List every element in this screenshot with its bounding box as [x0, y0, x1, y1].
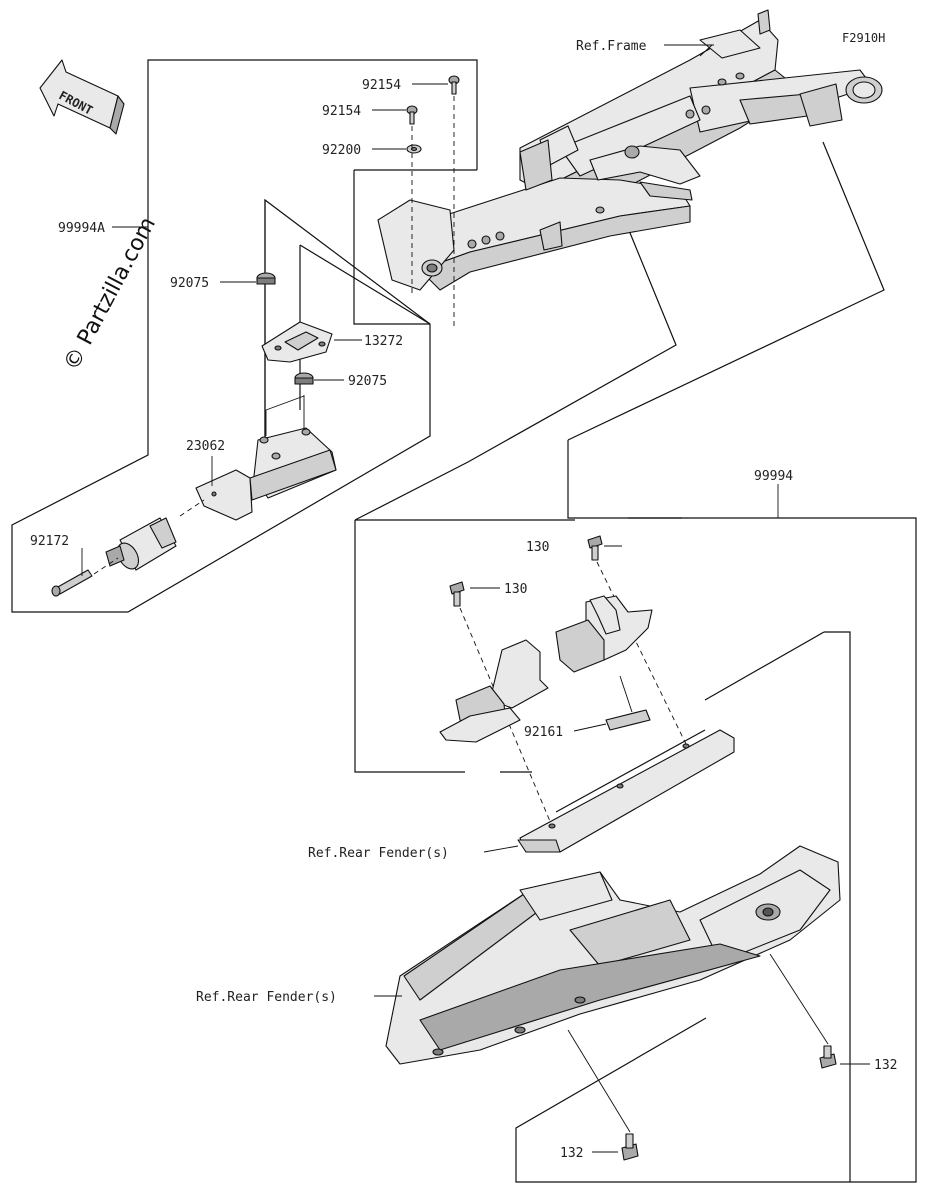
ref-frame-assembly	[377, 9, 883, 291]
bracket-23062	[195, 427, 337, 521]
label-132-a: 132	[874, 1058, 897, 1073]
diagram-code: F2910H	[842, 31, 885, 45]
label-92075-b: 92075	[348, 374, 387, 389]
washer-92200	[406, 144, 422, 154]
bolt-130-b	[449, 581, 465, 607]
label-99994a: 99994A	[58, 221, 105, 236]
label-92200: 92200	[322, 143, 361, 158]
watermark: © Partzilla.com	[59, 213, 161, 375]
label-92172: 92172	[30, 534, 69, 549]
bolt-130-a	[587, 535, 603, 561]
bolt-92154-a	[448, 75, 460, 95]
label-99994: 99994	[754, 469, 793, 484]
bolt-92154-b	[406, 105, 418, 125]
label-ref-rear-fender-a: Ref.Rear Fender(s)	[308, 846, 449, 861]
plate-13272	[261, 321, 333, 363]
label-92161: 92161	[524, 725, 563, 740]
frame-99994a	[11, 59, 478, 613]
bolt-132-b	[621, 1133, 639, 1161]
rear-fender-lower	[385, 845, 841, 1065]
bolt-92172	[51, 569, 93, 597]
grommet-92075-a	[256, 272, 276, 285]
label-13272: 13272	[364, 334, 403, 349]
label-92075-a: 92075	[170, 276, 209, 291]
label-ref-frame: Ref.Frame	[576, 39, 647, 54]
front-direction-arrow-icon: FRONT	[39, 59, 125, 135]
grommet-92075-b	[294, 372, 314, 385]
label-132-b: 132	[560, 1146, 583, 1161]
cylinder-part	[105, 517, 177, 571]
label-23062: 23062	[186, 439, 225, 454]
label-ref-rear-fender-b: Ref.Rear Fender(s)	[196, 990, 337, 1005]
label-92154-b: 92154	[322, 104, 361, 119]
label-130-a: 130	[526, 540, 549, 555]
bolt-132-a	[819, 1045, 837, 1069]
label-92154-a: 92154	[362, 78, 401, 93]
frame-99994	[567, 141, 885, 441]
strip-92161	[605, 709, 651, 731]
bracket-right	[555, 595, 653, 673]
rear-fender-top	[517, 729, 735, 853]
bracket-left	[439, 639, 549, 743]
label-130-b: 130	[504, 582, 527, 597]
